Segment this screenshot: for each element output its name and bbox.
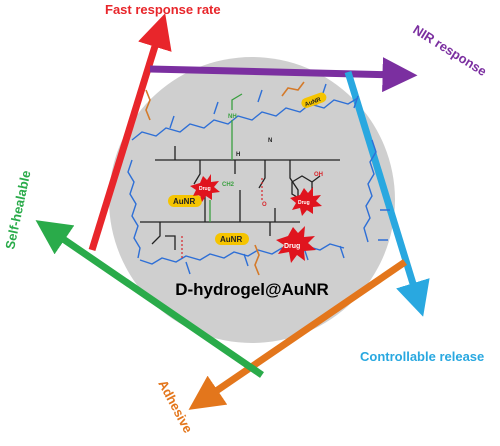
arrow-nir-response: [149, 57, 418, 93]
aunr-rod-3: AuNR: [301, 92, 327, 109]
drug-star-3: Drug: [276, 226, 316, 263]
polysaccharide-network: [127, 83, 390, 275]
label-h: H: [236, 152, 240, 158]
arrow-adhesive: [188, 259, 407, 410]
label-o: O: [262, 202, 267, 208]
hydrogel-circle: [109, 57, 395, 343]
label-controllable-release: Controllable release: [360, 349, 484, 364]
label-adhesive: Adhesive: [155, 377, 195, 435]
drug-label-3: Drug: [284, 243, 300, 250]
crosslink-bonds: [209, 93, 243, 222]
label-n: N: [268, 138, 272, 144]
aunr-label-2: AuNR: [220, 235, 242, 244]
drug-star-1: Drug: [190, 174, 220, 202]
drug-label-2: Drug: [298, 200, 310, 206]
aunr-rod-1: AuNR: [168, 195, 202, 207]
label-fast-response: Fast response rate: [105, 2, 221, 17]
drug-label-1: Drug: [199, 186, 211, 192]
drug-star-2: Drug: [290, 187, 322, 216]
label-nh: NH: [228, 114, 237, 120]
label-oh: OH: [314, 172, 323, 178]
catechol-oh-bond: [311, 175, 321, 183]
arrow-self-healable: [35, 220, 264, 378]
aunr-label-3: AuNR: [304, 97, 322, 109]
arrow-fast-response: [88, 13, 172, 252]
center-label: D-hydrogel@AuNR: [175, 280, 329, 299]
arrow-controllable-release: [344, 70, 430, 317]
aunr-rod-2: AuNR: [215, 233, 249, 245]
label-nir-response: NIR response: [410, 22, 489, 79]
polymer-backbone: [140, 146, 340, 250]
label-self-healable: Self-healable: [2, 169, 33, 251]
aunr-label-1: AuNR: [173, 197, 195, 206]
label-ch2: CH2: [222, 182, 235, 188]
